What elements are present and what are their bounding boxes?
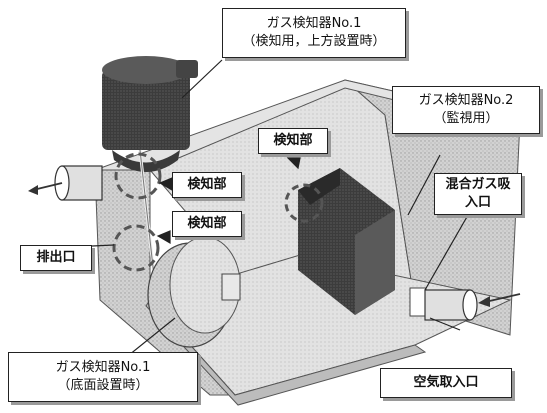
callout-detector2: ガス検知器No.2 （監視用） — [392, 86, 540, 134]
exhaust-arrow — [28, 182, 63, 195]
detector2-subtitle: （監視用） — [433, 111, 499, 126]
air-inlet-pipe — [424, 289, 478, 321]
sensor-circle-bottom — [112, 224, 160, 272]
detector2-title: ガス検知器No.2 — [418, 93, 514, 108]
sensor-tag-center: 検知部 — [258, 128, 328, 154]
exhaust-pipe — [54, 165, 103, 201]
label-exhaust: 排出口 — [20, 245, 92, 271]
air-inlet-arrow — [478, 293, 521, 307]
detector1-bottom-title: ガス検知器No.1 — [55, 360, 151, 375]
detector1-top-subtitle: （検知用，上方設置時） — [242, 34, 386, 49]
leader-lines — [91, 59, 469, 381]
sensor-tag-bottom: 検知部 — [172, 211, 242, 237]
detector1-top-title: ガス検知器No.1 — [266, 16, 362, 31]
detector1-top-body — [102, 56, 198, 172]
label-mixed-gas-inlet: 混合ガス吸 入口 — [434, 173, 522, 215]
detector1-bottom-body — [147, 236, 241, 348]
mixed-gas-inlet-tube — [409, 287, 427, 317]
callout-detector1-top: ガス検知器No.1 （検知用，上方設置時） — [222, 8, 406, 58]
label-air-inlet: 空気取入口 — [380, 368, 512, 398]
callout-detector1-bottom: ガス検知器No.1 （底面設置時） — [8, 352, 198, 402]
sensor-circle-center — [284, 183, 324, 223]
box-front-rim — [145, 299, 427, 406]
sensor-circle-top — [114, 152, 162, 200]
detector1-bottom-subtitle: （底面設置時） — [57, 378, 149, 393]
sensor-tag-top: 検知部 — [172, 172, 242, 198]
